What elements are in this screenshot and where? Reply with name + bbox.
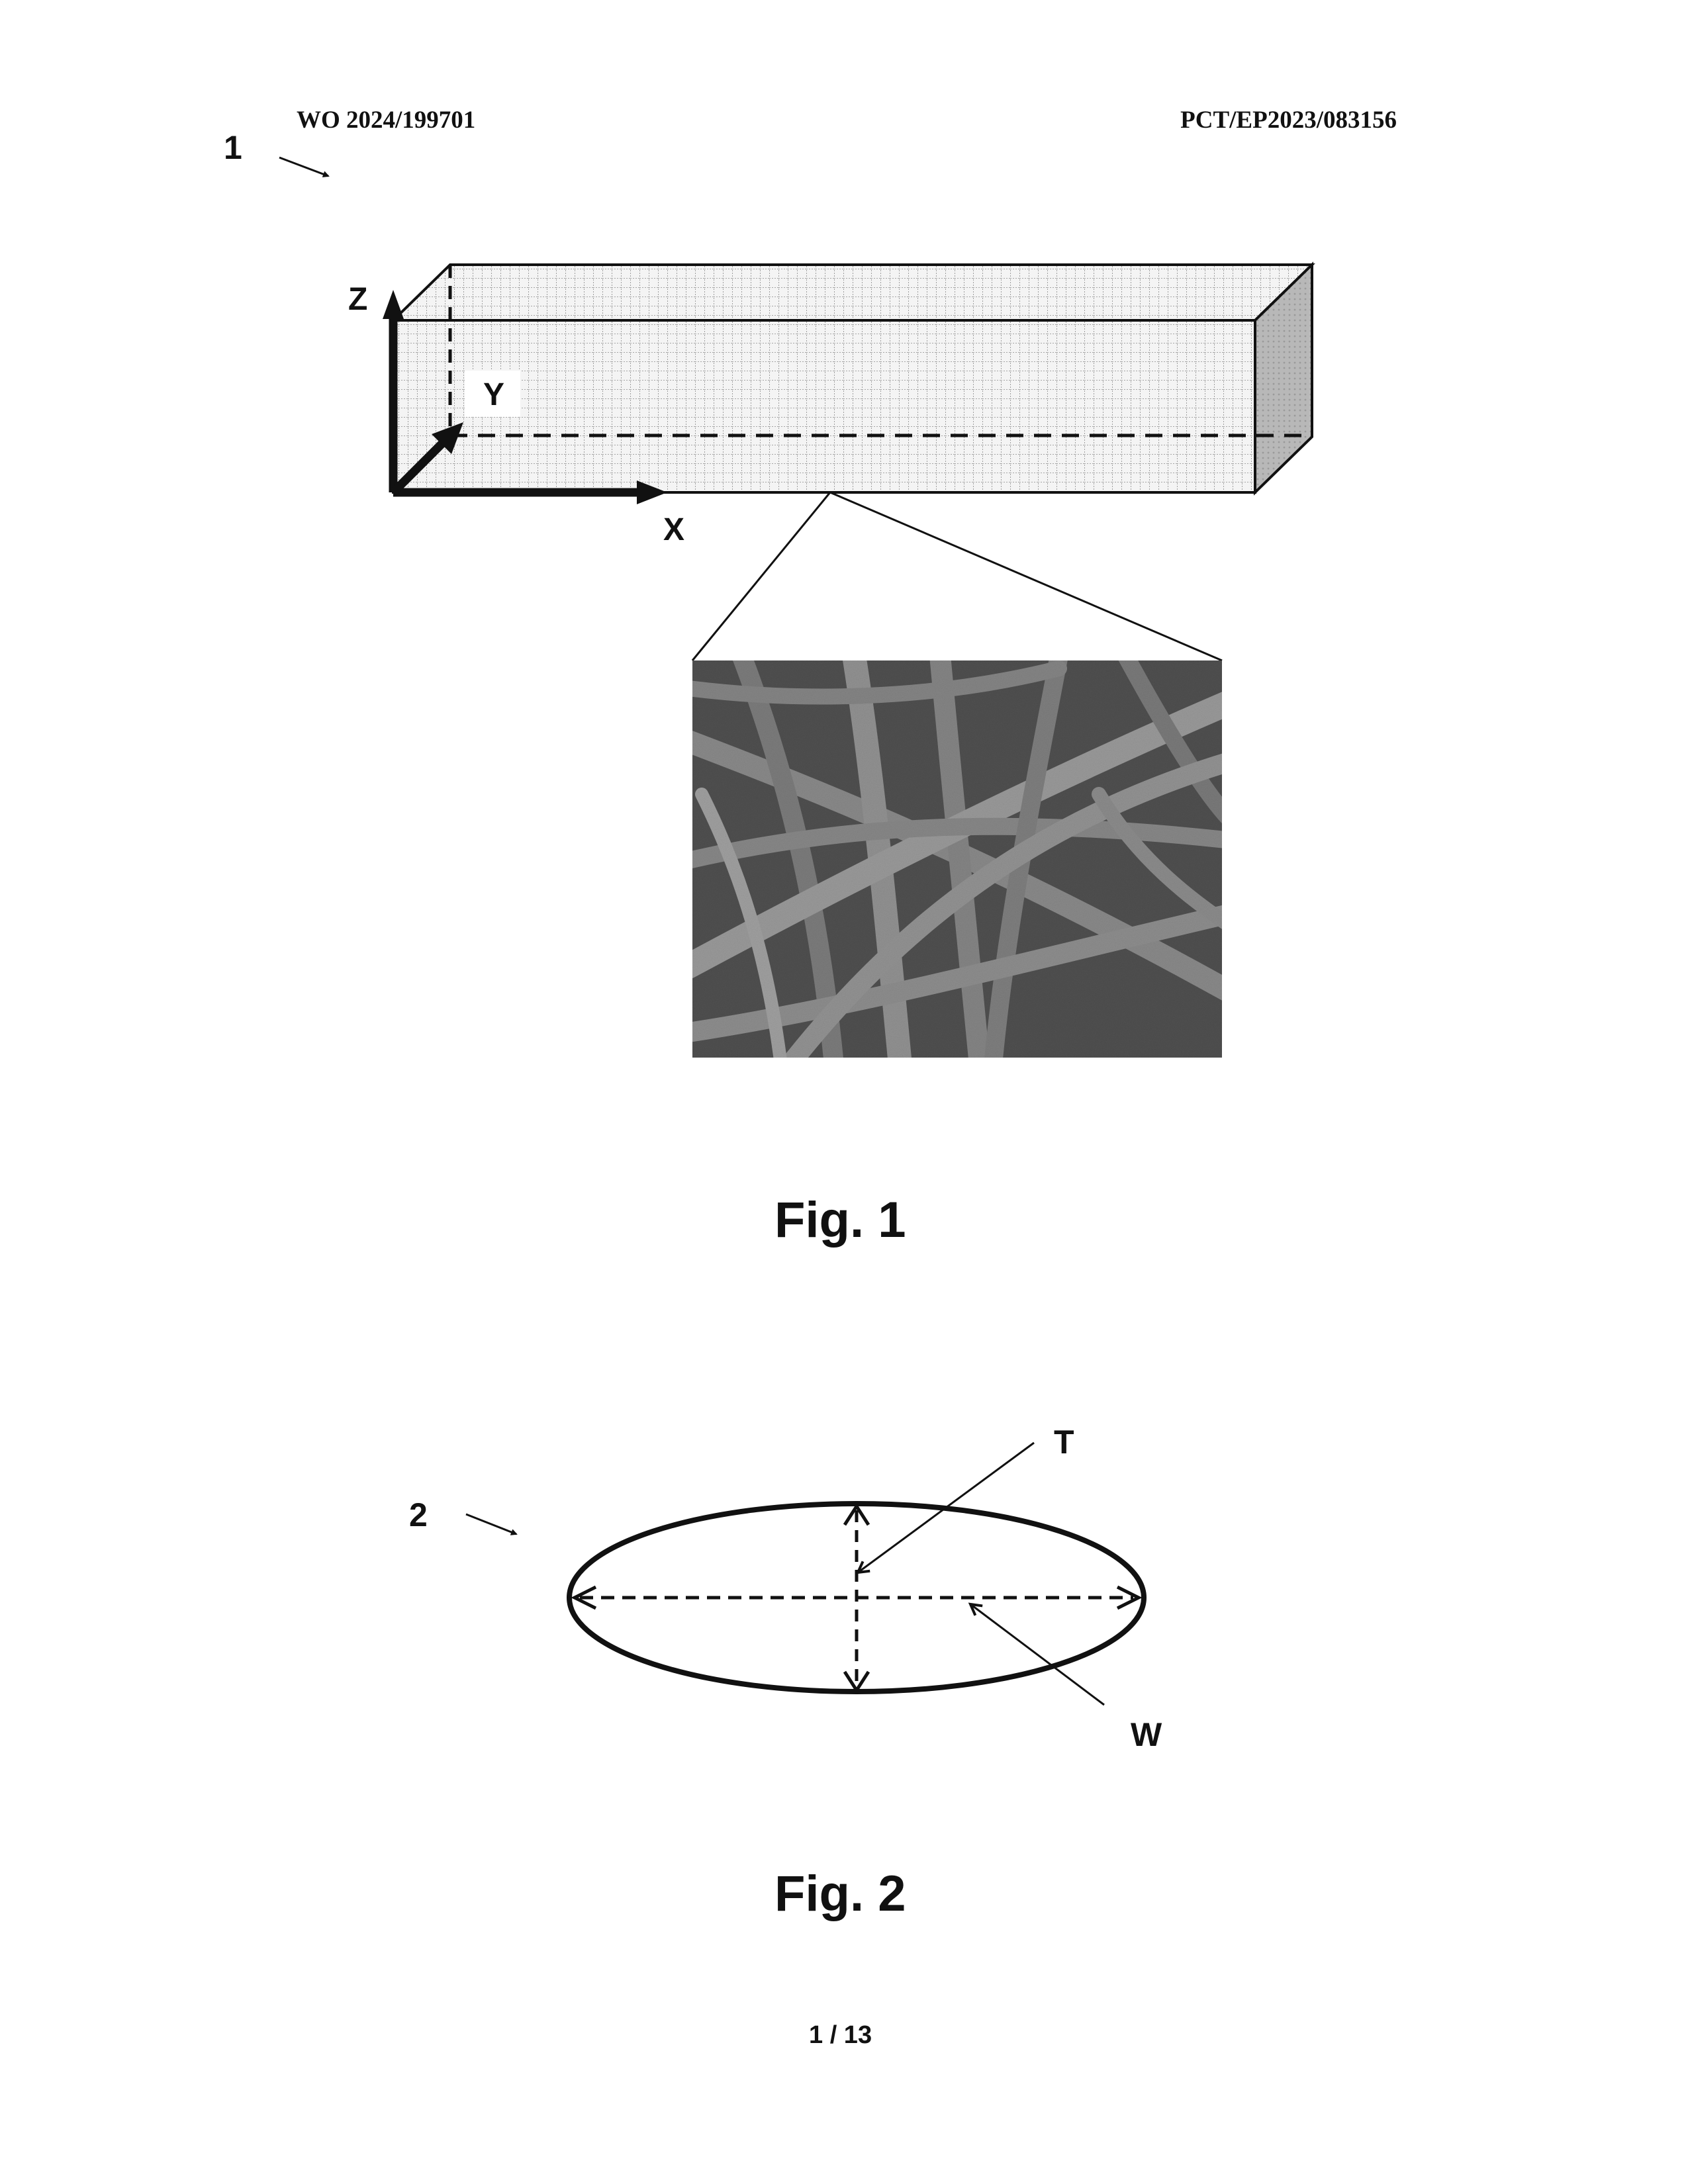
figure-2-caption: Fig. 2 [774, 1865, 906, 1923]
fiber-micrograph-image [688, 655, 1231, 1066]
reference-numeral-1: 1 [224, 129, 242, 166]
x-axis-label: X [663, 512, 684, 547]
thickness-label: T [1054, 1424, 1074, 1461]
y-axis-label: Y [483, 377, 504, 412]
fiber-block-3d [393, 265, 1312, 492]
width-label: W [1131, 1716, 1162, 1753]
fiber-cross-section-ellipse [569, 1504, 1144, 1692]
reference-arrow-2 [466, 1514, 516, 1534]
z-axis-label: Z [348, 282, 367, 317]
reference-numeral-2: 2 [409, 1496, 428, 1533]
reference-arrow-1 [279, 158, 328, 176]
page-number: 1 / 13 [809, 2021, 872, 2050]
magnification-lines [692, 492, 1222, 660]
figure-1-caption: Fig. 1 [774, 1191, 906, 1249]
leader-lines [858, 1443, 1104, 1705]
